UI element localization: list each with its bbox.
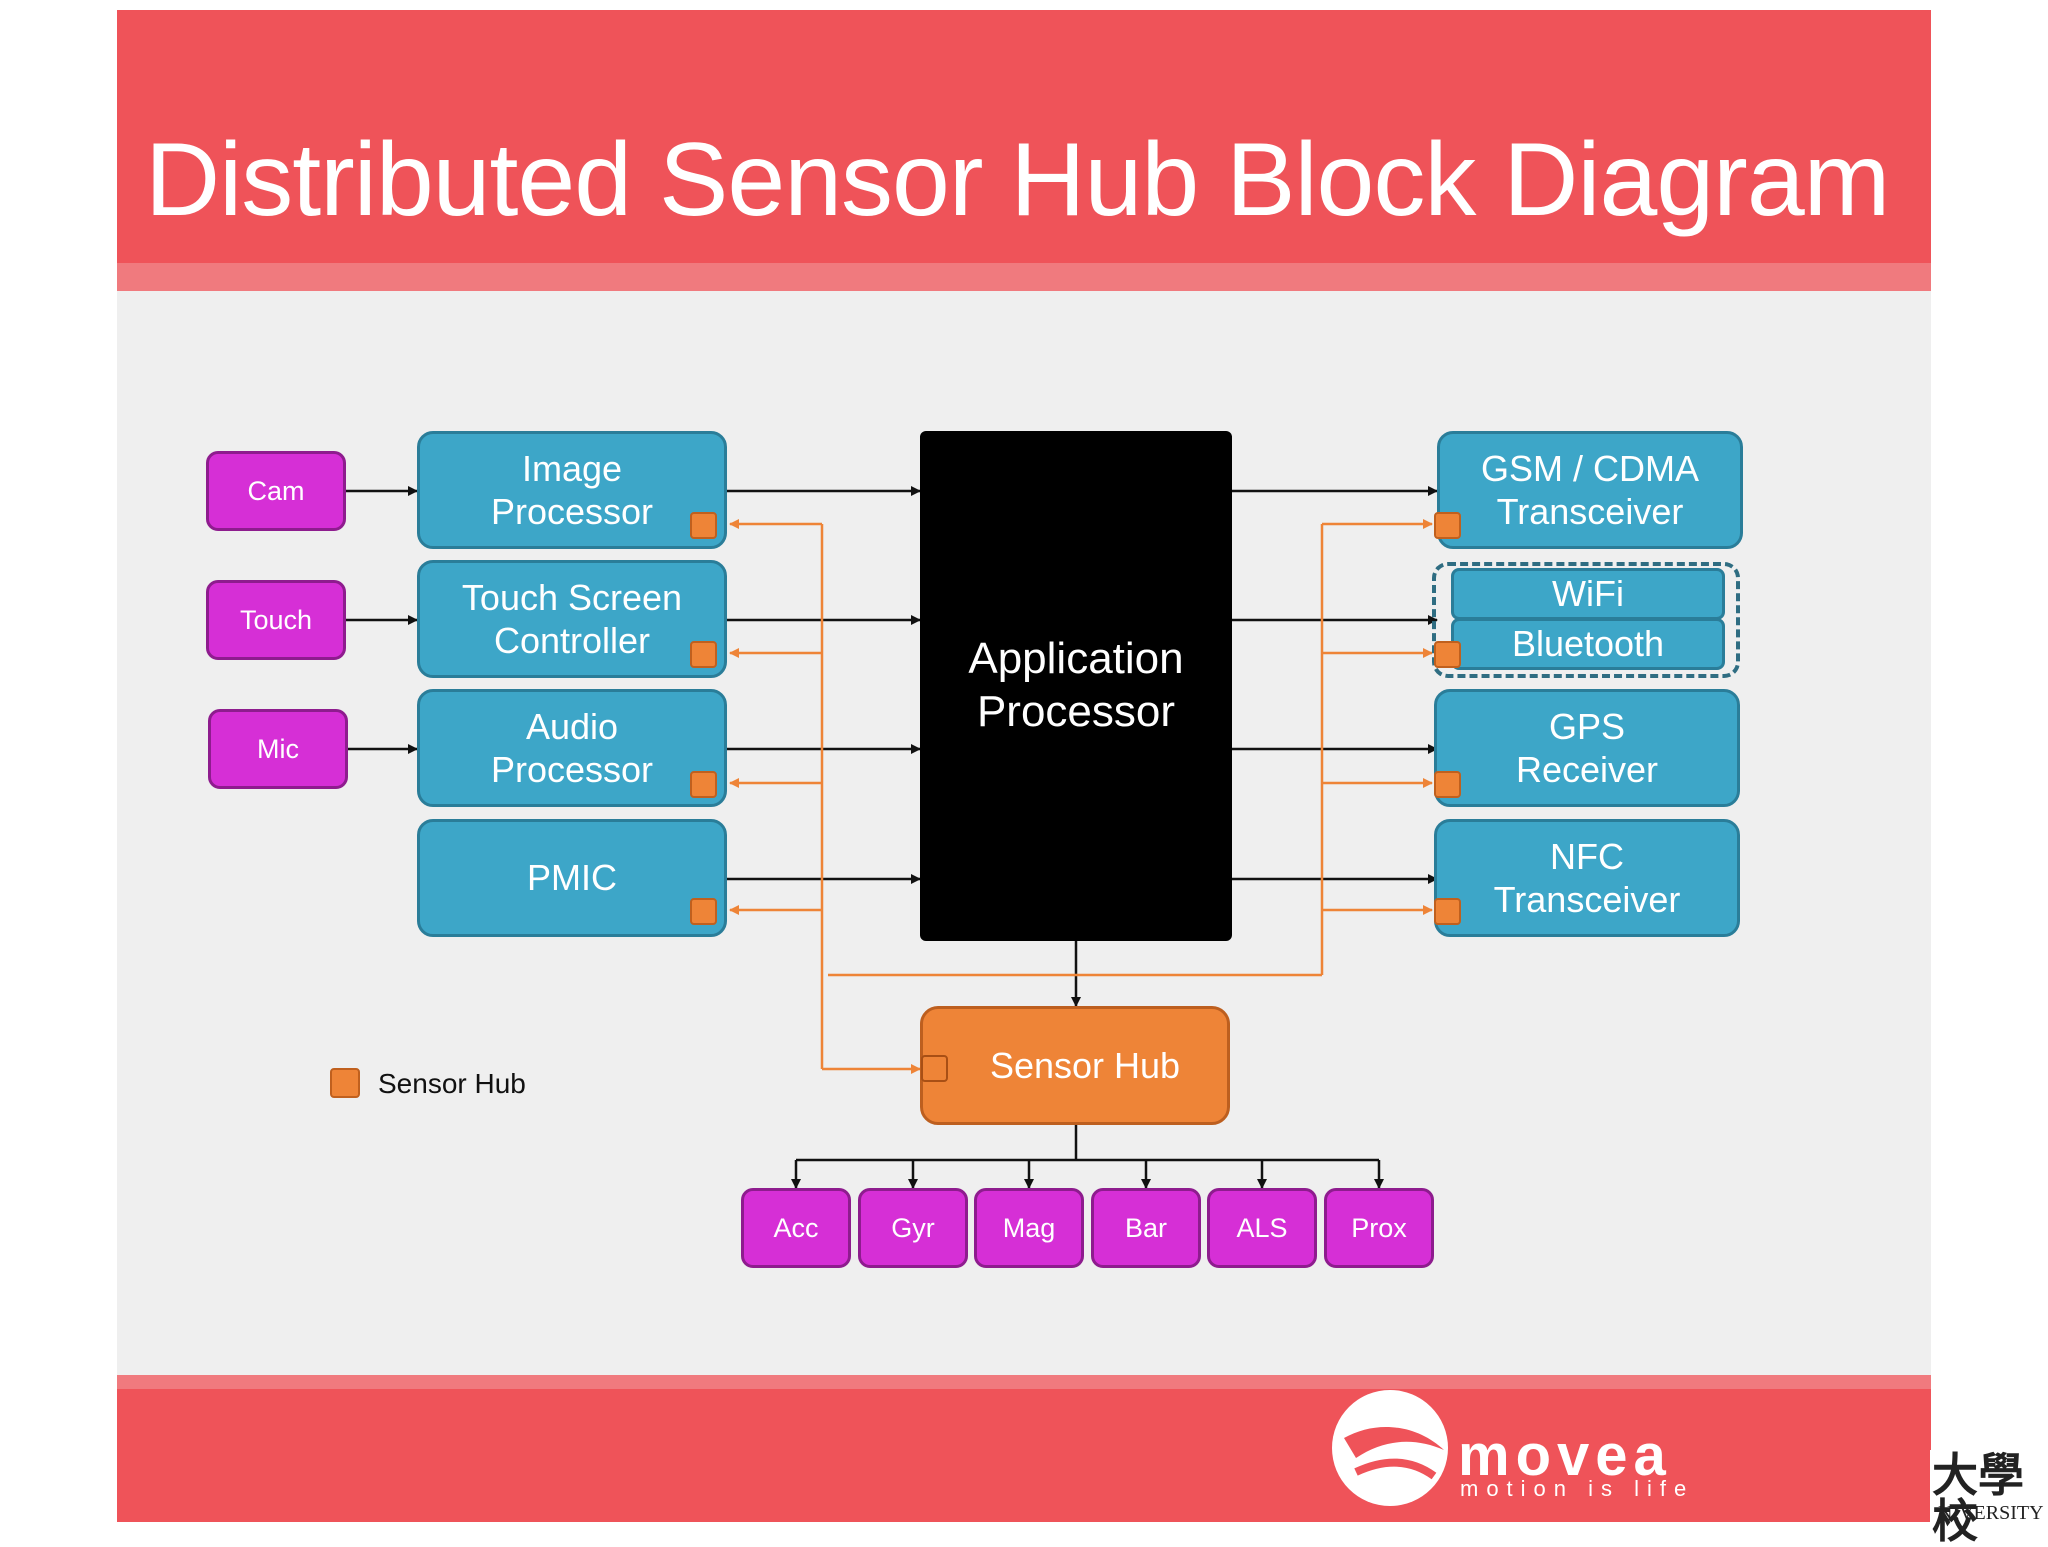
sensor-hub-marker bbox=[1434, 641, 1461, 668]
block-gps-receiver: GPS Receiver bbox=[1434, 689, 1740, 807]
sensor-hub-marker bbox=[1434, 512, 1461, 539]
sensor-hub-marker bbox=[1434, 771, 1461, 798]
sensor-mag: Mag bbox=[974, 1188, 1084, 1268]
header-band bbox=[117, 10, 1931, 263]
peripheral-cam: Cam bbox=[206, 451, 346, 531]
sensor-acc: Acc bbox=[741, 1188, 851, 1268]
block-bluetooth: Bluetooth bbox=[1451, 618, 1725, 670]
sensor-hub-marker bbox=[1434, 898, 1461, 925]
corner-watermark bbox=[1930, 1450, 2048, 1536]
legend-swatch bbox=[330, 1068, 360, 1098]
sensor-prox: Prox bbox=[1324, 1188, 1434, 1268]
block-nfc-transceiver: NFC Transceiver bbox=[1434, 819, 1740, 937]
page-title: Distributed Sensor Hub Block Diagram bbox=[145, 122, 1890, 238]
movea-tagline: motion is life bbox=[1460, 1476, 1695, 1501]
block-application-processor: Application Processor bbox=[920, 431, 1232, 941]
block-image-processor: Image Processor bbox=[417, 431, 727, 549]
footer-band bbox=[117, 1389, 1931, 1522]
peripheral-mic: Mic bbox=[208, 709, 348, 789]
footer-strip bbox=[117, 1375, 1931, 1389]
block-gsm-cdma-transceiver: GSM / CDMA Transceiver bbox=[1437, 431, 1743, 549]
header-strip bbox=[117, 263, 1931, 291]
sensor-als: ALS bbox=[1207, 1188, 1317, 1268]
movea-logo-icon bbox=[1332, 1390, 1448, 1506]
sensor-gyr: Gyr bbox=[858, 1188, 968, 1268]
sensor-bar: Bar bbox=[1091, 1188, 1201, 1268]
block-pmic: PMIC bbox=[417, 819, 727, 937]
legend-label: Sensor Hub bbox=[378, 1068, 526, 1099]
block-wifi: WiFi bbox=[1451, 568, 1725, 620]
corner-watermark-en: NIVERSITY bbox=[1938, 1502, 2044, 1524]
sensor-hub-marker bbox=[690, 898, 717, 925]
block-audio-processor: Audio Processor bbox=[417, 689, 727, 807]
peripheral-touch: Touch bbox=[206, 580, 346, 660]
block-touch-screen-controller: Touch Screen Controller bbox=[417, 560, 727, 678]
wireless-group-outline bbox=[1432, 562, 1740, 678]
sensor-hub-marker bbox=[690, 771, 717, 798]
sensor-hub-marker bbox=[690, 512, 717, 539]
sensor-hub-marker bbox=[921, 1055, 948, 1082]
corner-watermark-cjk: 大學校 bbox=[1932, 1449, 2024, 1547]
movea-wordmark: movea bbox=[1458, 1423, 1672, 1488]
sensor-hub-marker bbox=[690, 641, 717, 668]
block-sensor-hub: Sensor Hub bbox=[920, 1006, 1230, 1125]
